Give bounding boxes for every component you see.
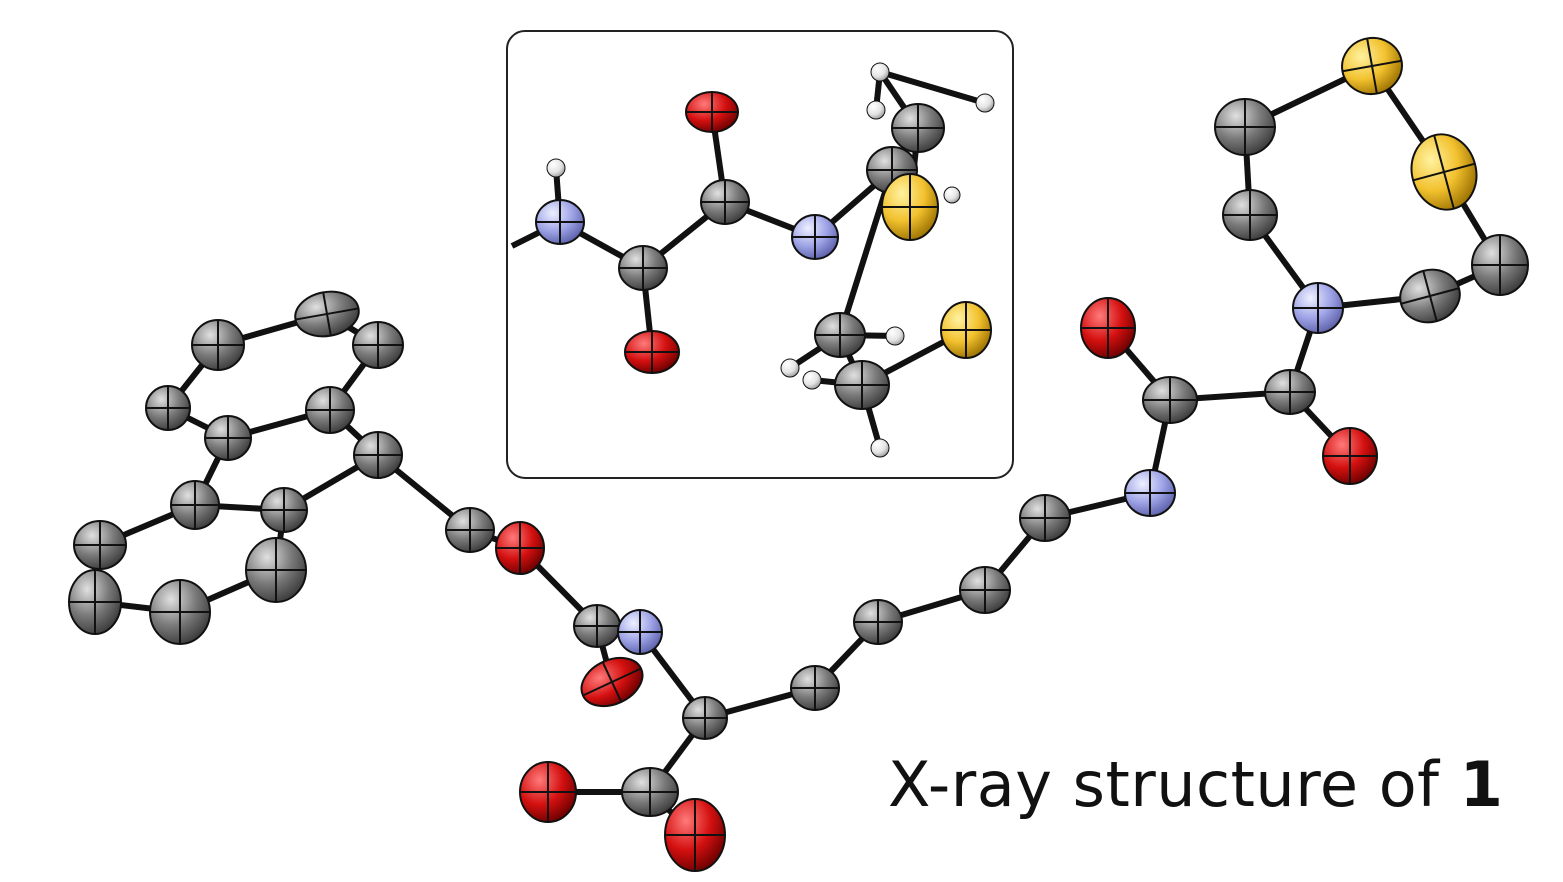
- ellipsoid-axis: [1366, 38, 1378, 94]
- hydrogen-ellipsoid: [870, 438, 890, 458]
- hydrogen-ellipsoid: [885, 326, 905, 346]
- sulfur-atom: [940, 301, 992, 359]
- carbon-atom: [1214, 98, 1276, 156]
- carbon-atom: [1142, 376, 1198, 424]
- hydrogen-ellipsoid: [975, 93, 995, 113]
- hydrogen-atom: [802, 370, 822, 390]
- carbon-atom: [618, 245, 668, 291]
- atoms: [68, 36, 1529, 872]
- carbon-atom: [353, 431, 403, 479]
- carbon-atom: [853, 599, 903, 645]
- hydrogen-ellipsoid: [546, 158, 566, 178]
- hydrogen-ellipsoid: [943, 186, 961, 204]
- nitrogen-atom: [617, 609, 663, 655]
- carbon-atom: [790, 665, 840, 711]
- carbon-atom: [204, 415, 252, 461]
- nitrogen-atom: [791, 214, 839, 260]
- bonds: [92, 63, 1503, 838]
- carbon-atom: [682, 696, 728, 740]
- hydrogen-ellipsoid: [780, 358, 800, 378]
- ellipsoid-axis: [322, 292, 332, 336]
- oxygen-atom: [580, 656, 644, 708]
- hydrogen-atom: [870, 438, 890, 458]
- nitrogen-atom: [1124, 469, 1176, 517]
- carbon-atom: [170, 480, 220, 530]
- compound-number: 1: [1459, 748, 1504, 821]
- carbon-atom: [573, 604, 621, 648]
- oxygen-atom: [624, 330, 680, 374]
- carbon-atom: [814, 312, 866, 358]
- carbon-atom: [1471, 234, 1529, 296]
- carbon-atom: [73, 520, 127, 570]
- carbon-atom: [145, 385, 191, 431]
- sulfur-atom: [881, 173, 939, 241]
- nitrogen-atom: [1292, 282, 1344, 334]
- carbon-atom: [700, 179, 750, 225]
- sulfur-atom: [1410, 133, 1478, 211]
- hydrogen-atom: [975, 93, 995, 113]
- carbon-atom: [1019, 494, 1071, 542]
- oxygen-atom: [685, 91, 739, 133]
- hydrogen-atom: [866, 100, 886, 120]
- inset-panel: [506, 30, 1014, 479]
- hydrogen-ellipsoid: [866, 100, 886, 120]
- hydrogen-atom: [870, 62, 890, 82]
- hydrogen-atom: [885, 326, 905, 346]
- carbon-atom: [305, 386, 355, 434]
- oxygen-atom: [1322, 427, 1378, 485]
- carbon-atom: [834, 360, 890, 410]
- carbon-atom: [959, 566, 1011, 614]
- ellipsoid-axis: [1433, 135, 1455, 209]
- figure-caption: X-ray structure of 1: [888, 748, 1503, 821]
- sulfur-atom: [1341, 36, 1403, 96]
- carbon-atom: [191, 319, 245, 371]
- nitrogen-atom: [535, 199, 585, 245]
- carbon-atom: [294, 290, 360, 338]
- hydrogen-ellipsoid: [870, 62, 890, 82]
- oxygen-atom: [519, 761, 577, 823]
- oxygen-atom: [664, 798, 726, 872]
- carbon-atom: [260, 487, 308, 533]
- carbon-atom: [1222, 189, 1278, 241]
- ellipsoid-axis: [601, 661, 623, 703]
- oxygen-atom: [495, 521, 545, 575]
- hydrogen-atom: [546, 158, 566, 178]
- hydrogen-atom: [780, 358, 800, 378]
- carbon-atom: [891, 103, 945, 153]
- carbon-atom: [621, 767, 679, 817]
- carbon-atom: [1264, 369, 1316, 415]
- oxygen-atom: [1080, 297, 1136, 359]
- ellipsoid-axis: [1422, 270, 1438, 322]
- bond-52: [877, 69, 988, 106]
- hydrogen-atom: [943, 186, 961, 204]
- carbon-atom: [445, 507, 495, 553]
- carbon-atom: [149, 579, 211, 645]
- carbon-atom: [352, 321, 404, 369]
- hydrogen-ellipsoid: [802, 370, 822, 390]
- carbon-atom: [245, 537, 307, 603]
- carbon-atom: [1399, 268, 1461, 324]
- caption-text: X-ray structure of: [888, 748, 1460, 821]
- carbon-atom: [68, 569, 122, 635]
